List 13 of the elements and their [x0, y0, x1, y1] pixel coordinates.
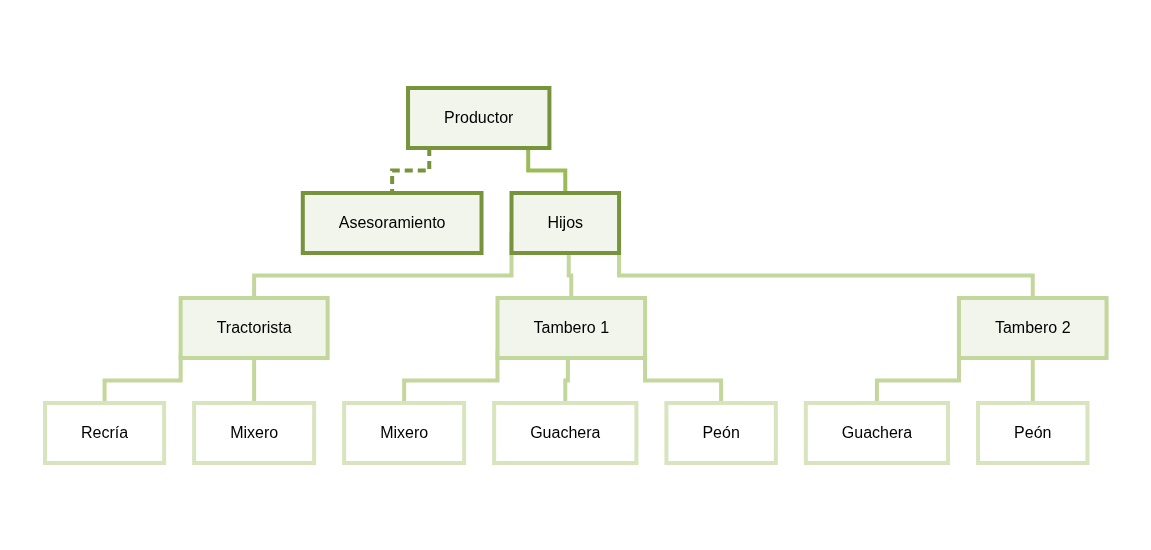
node-box: Asesoramiento [300, 190, 484, 255]
node-box: Productor [405, 85, 552, 150]
node-box: Peón [664, 400, 778, 465]
node-box: Recría [42, 400, 166, 465]
node-box: Tractorista [178, 295, 330, 360]
node-box: Hijos [509, 190, 621, 255]
node-box: Tambero 2 [956, 295, 1109, 360]
node-box: Tambero 1 [495, 295, 647, 360]
node-box: Guachera [803, 400, 950, 465]
node-box: Mixero [191, 400, 316, 465]
node-box: Mixero [341, 400, 466, 465]
node-box: Peón [975, 400, 1090, 465]
node-box: Guachera [491, 400, 639, 465]
